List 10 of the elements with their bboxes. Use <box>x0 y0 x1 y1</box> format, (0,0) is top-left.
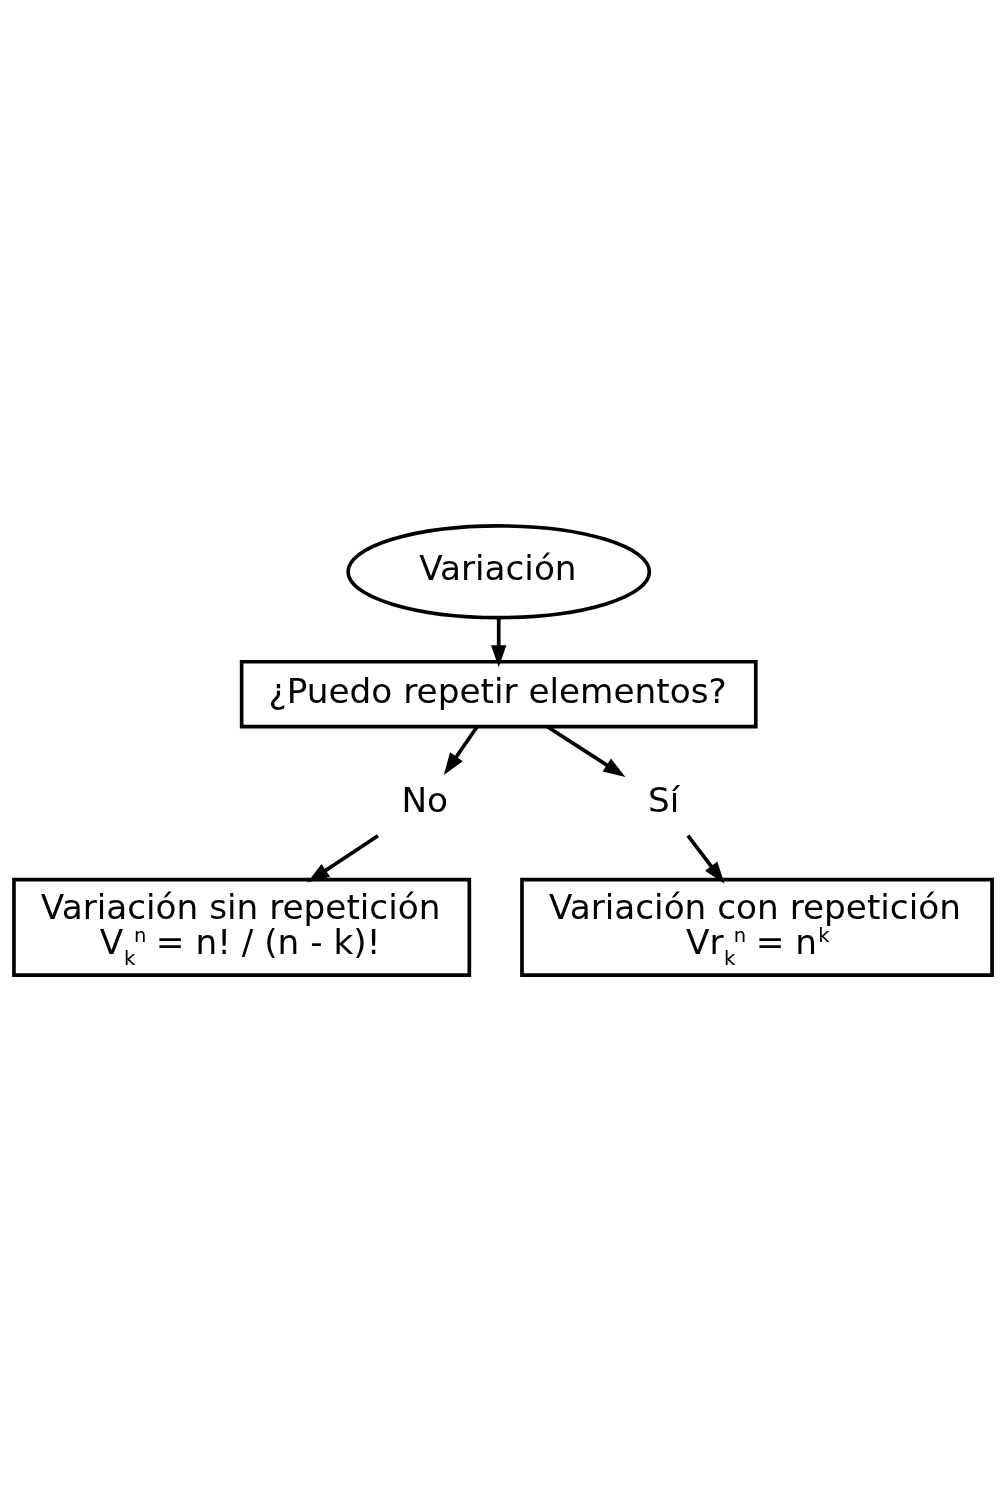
arrow <box>491 617 507 667</box>
arrow <box>686 834 725 884</box>
node-box: ¿Puedo repetir elementos? <box>239 659 758 728</box>
node-text: No <box>401 779 448 820</box>
node-ellipse: Variación <box>346 523 652 619</box>
node-text: Sí <box>648 779 680 820</box>
arrow <box>443 725 479 775</box>
arrow <box>307 833 379 883</box>
node-box: Variación sin repetición V$_{k}$$^{n}$ = n! / (n - k)! <box>12 877 472 977</box>
node-box: Variación con repetición Vr$_{k}$$^{n}$ = n$^{k}$ <box>520 877 994 977</box>
